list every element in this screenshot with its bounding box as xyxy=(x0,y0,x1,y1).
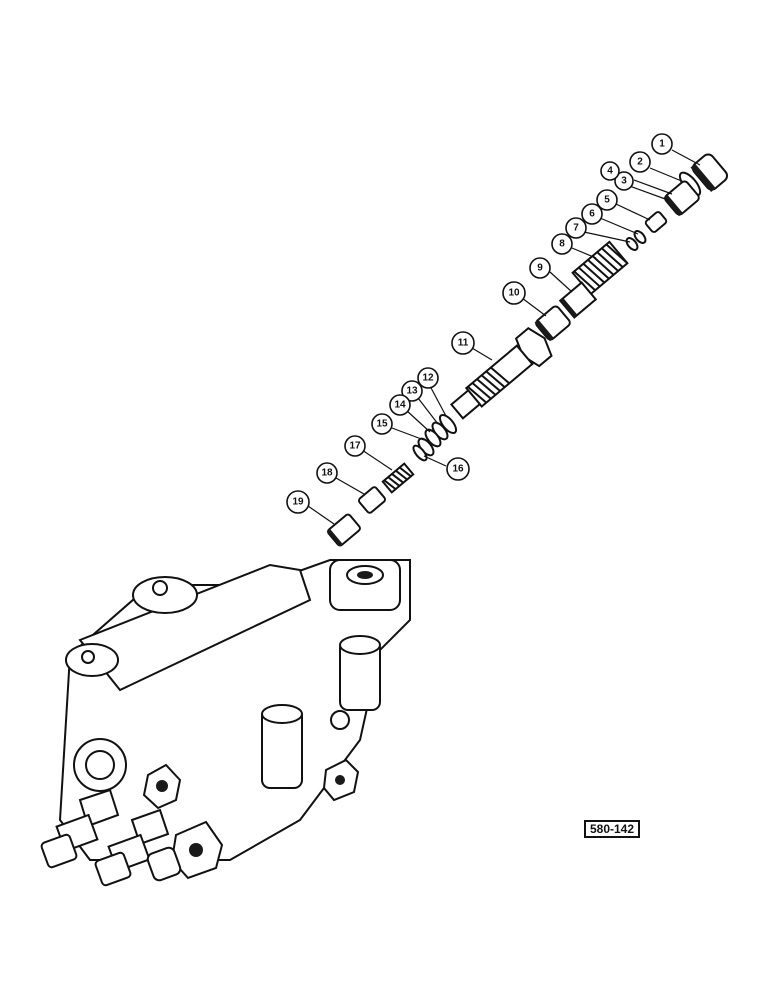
callout-13-label: 13 xyxy=(406,386,418,397)
figure-reference-code: 580-142 xyxy=(584,820,640,838)
lower-port-fitting xyxy=(146,820,224,882)
callout-16: 16 xyxy=(446,457,470,481)
callout-5-label: 5 xyxy=(604,195,610,206)
spool-lever-left xyxy=(40,788,120,869)
callout-14-label: 14 xyxy=(394,400,406,411)
callout-1: 1 xyxy=(651,133,673,155)
callout-10-label: 10 xyxy=(508,288,520,299)
callout-15-label: 15 xyxy=(376,419,388,430)
callout-11-label: 11 xyxy=(458,338,469,349)
callout-9: 9 xyxy=(529,257,551,279)
callout-8: 8 xyxy=(551,233,573,255)
spool-lever-right xyxy=(94,808,170,887)
part-19-seat xyxy=(326,513,361,547)
callout-16-label: 16 xyxy=(452,464,464,475)
callout-19-label: 19 xyxy=(292,497,304,508)
callout-11: 11 xyxy=(451,331,475,355)
callout-3: 3 xyxy=(614,171,634,191)
callout-10: 10 xyxy=(502,281,526,305)
callout-8-label: 8 xyxy=(559,239,565,250)
callout-6: 6 xyxy=(581,203,603,225)
callout-4: 4 xyxy=(600,161,620,181)
callout-17: 17 xyxy=(344,435,366,457)
part-18-plunger xyxy=(358,486,386,514)
callout-4-label: 4 xyxy=(607,166,613,177)
callout-17-label: 17 xyxy=(349,441,361,452)
callout-18: 18 xyxy=(316,462,338,484)
part-16-backup-ring xyxy=(412,444,428,462)
part-5-pin xyxy=(644,211,668,233)
callout-14: 14 xyxy=(389,394,411,416)
callout-7: 7 xyxy=(565,217,587,239)
callout-1-label: 1 xyxy=(659,139,665,150)
callout-7-label: 7 xyxy=(573,223,579,234)
leader-lines xyxy=(307,149,701,525)
part-14-ring xyxy=(424,428,442,448)
callout-5: 5 xyxy=(596,189,618,211)
part-11-body xyxy=(449,326,553,420)
part-3-4-adjuster xyxy=(663,180,700,217)
callout-6-label: 6 xyxy=(589,209,595,220)
callout-12-label: 12 xyxy=(422,373,434,384)
callout-19: 19 xyxy=(286,490,310,514)
callout-2-label: 2 xyxy=(637,157,643,168)
callout-9-label: 9 xyxy=(537,263,543,274)
part-7-ring xyxy=(625,237,639,251)
callout-18-label: 18 xyxy=(321,468,333,479)
part-17-spring xyxy=(381,462,415,494)
part-1-cap xyxy=(690,153,729,192)
callout-12: 12 xyxy=(417,367,439,389)
callout-13: 13 xyxy=(401,380,423,402)
callout-3-label: 3 xyxy=(621,176,627,187)
callout-15: 15 xyxy=(371,413,393,435)
callout-2: 2 xyxy=(629,151,651,173)
control-valve-body xyxy=(58,559,411,861)
